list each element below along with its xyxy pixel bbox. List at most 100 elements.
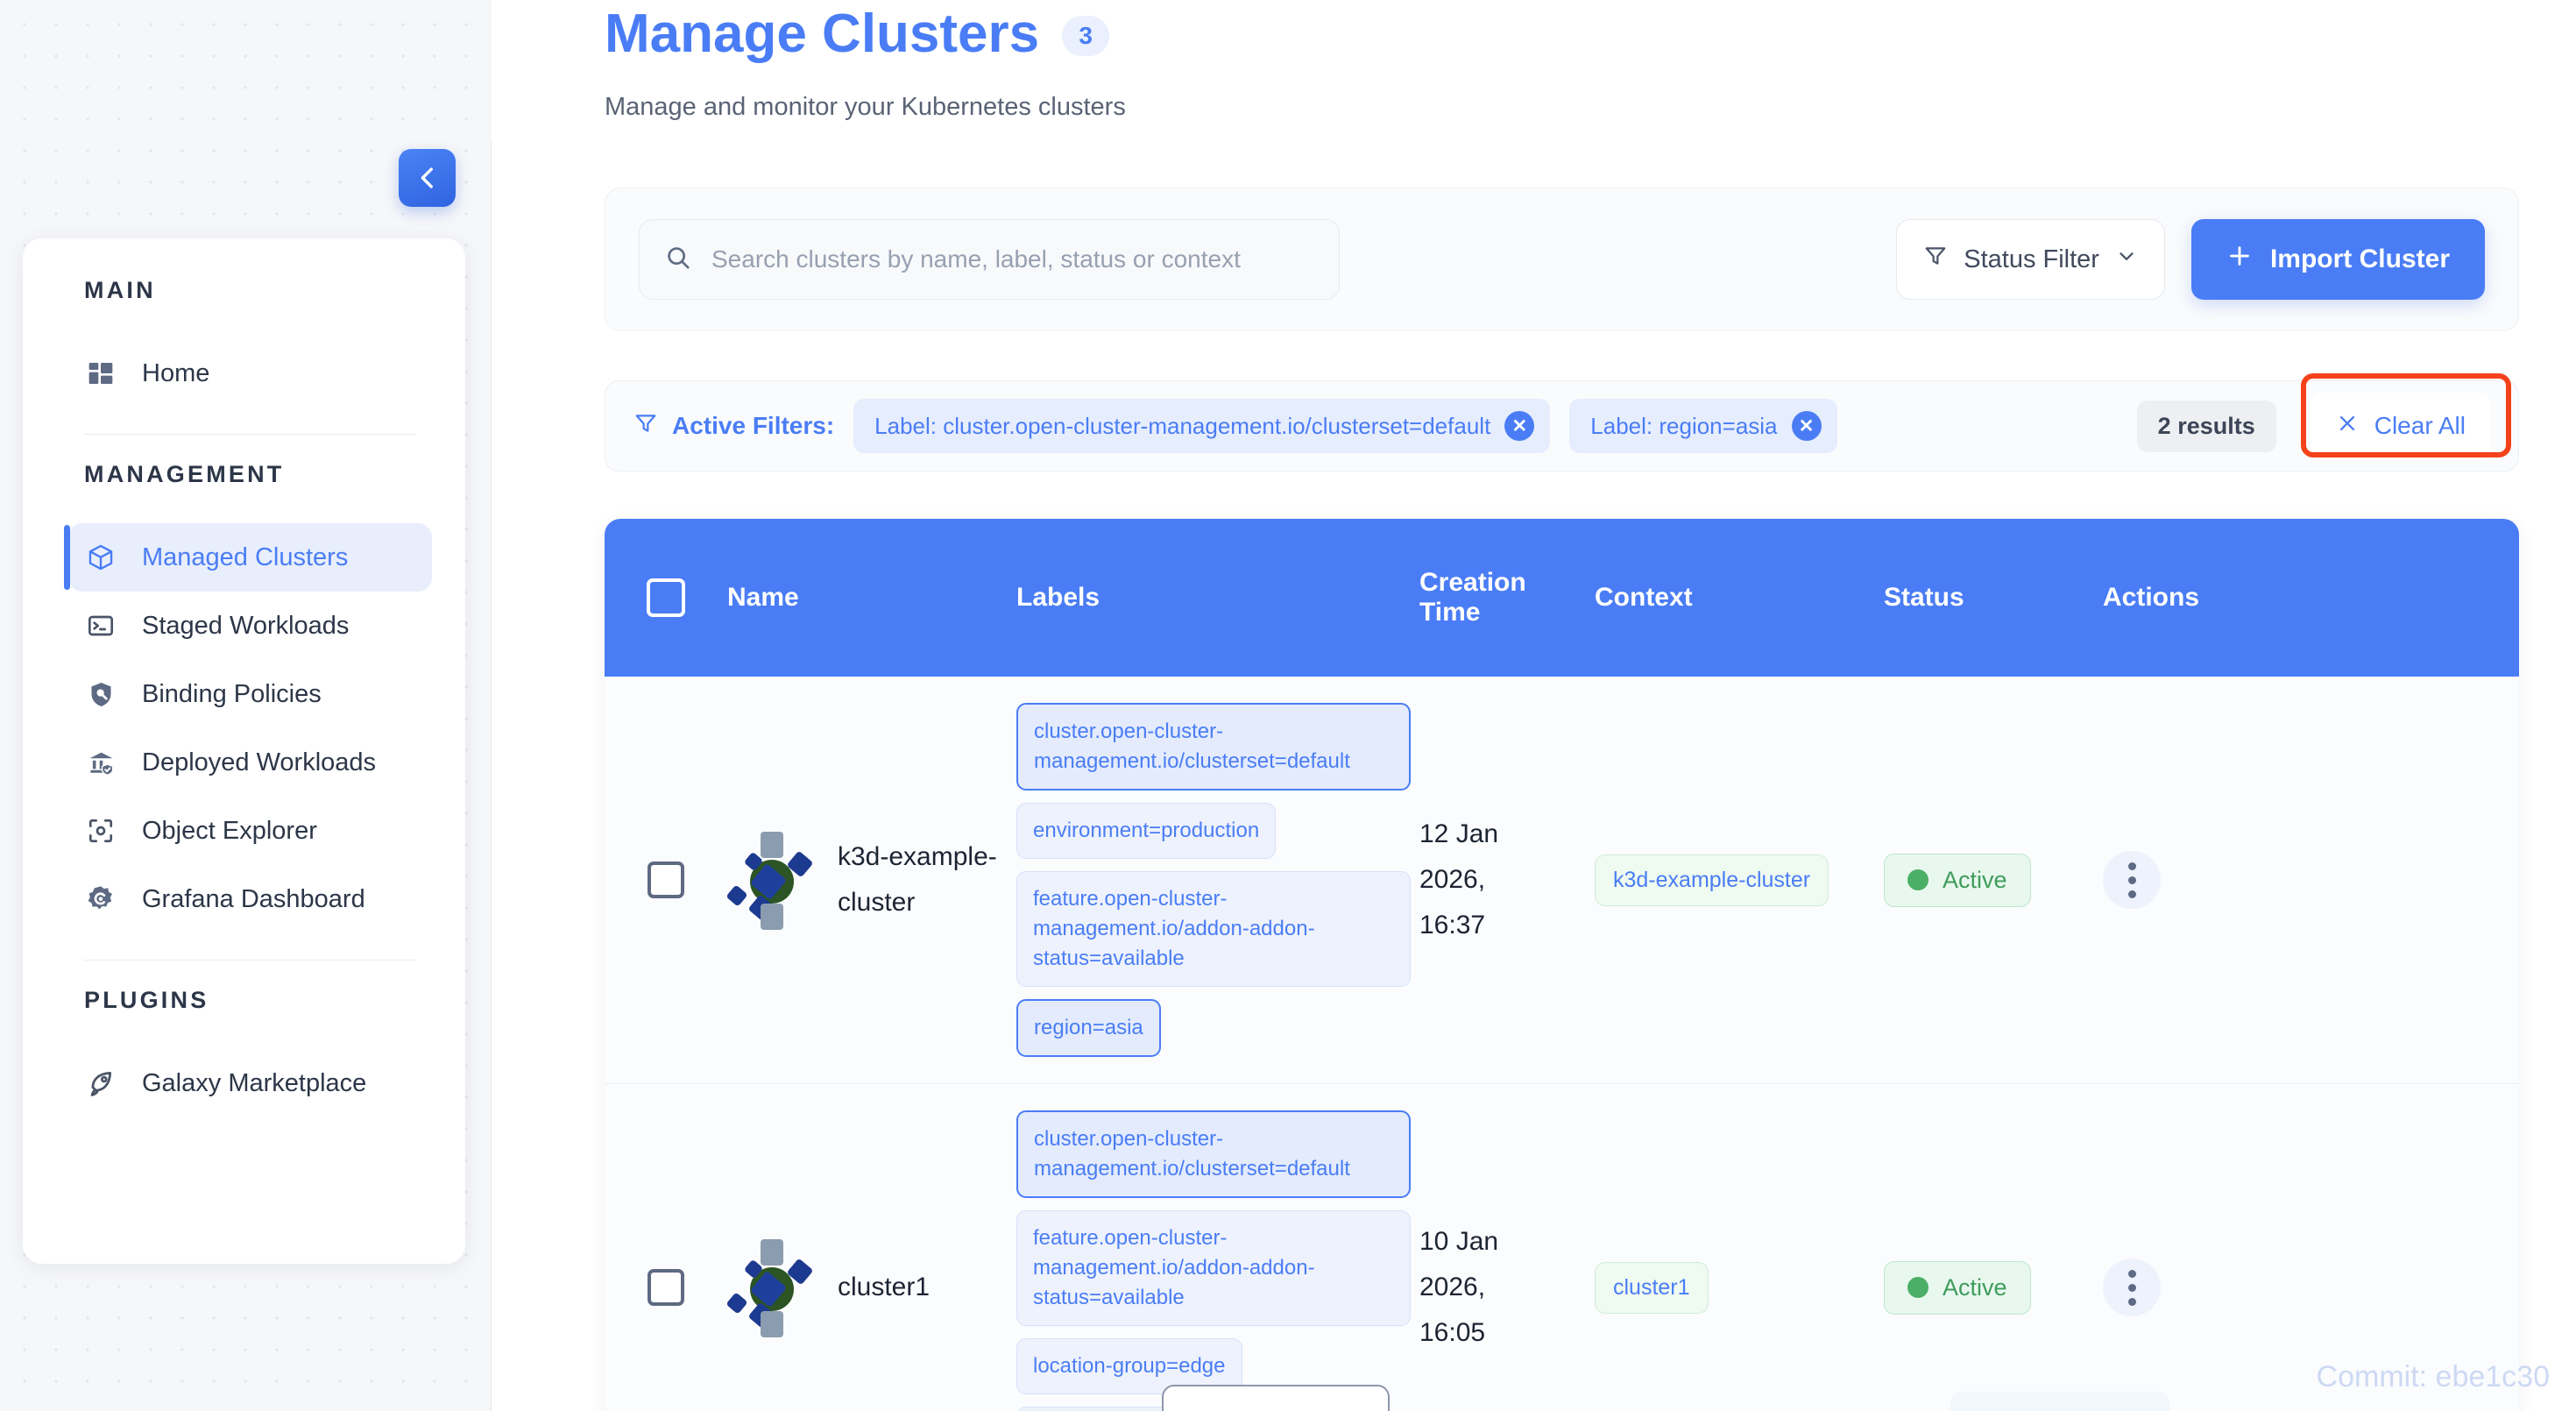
sidebar-item-staged-workloads[interactable]: Staged Workloads [23, 592, 434, 660]
left-rail: MAIN Home MANAGEMENT [0, 0, 548, 1411]
column-header-labels[interactable]: Labels [1016, 583, 1100, 612]
sidebar-item-label: Object Explorer [142, 816, 317, 845]
row-select-cell [605, 861, 727, 898]
active-filters-bar: Active Filters: Label: cluster.open-clus… [605, 372, 2519, 472]
sidebar-item-deployed-workloads[interactable]: Deployed Workloads [23, 728, 434, 797]
chevron-down-icon [2115, 245, 2138, 274]
creation-time-line-2: Time [1419, 598, 1481, 627]
status-dot-icon [1907, 869, 1928, 890]
remove-filter-icon[interactable]: ✕ [1504, 411, 1535, 441]
context-cell: k3d-example-cluster [1595, 854, 1884, 906]
label-chip[interactable]: feature.open-cluster-management.io/addon… [1016, 871, 1411, 987]
clear-all-button[interactable]: Clear All [2311, 392, 2490, 460]
sidebar-item-home[interactable]: Home [23, 339, 434, 408]
sidebar-section-title-management: MANAGEMENT [84, 461, 285, 487]
sidebar-item-binding-policies[interactable]: Binding Policies [23, 660, 434, 728]
sidebar-section-title-main: MAIN [84, 277, 156, 303]
dashboard-grid-icon [84, 357, 117, 390]
context-cell: cluster1 [1595, 1261, 1884, 1314]
page-header: Manage Clusters 3 Manage and monitor you… [548, 0, 2576, 122]
filter-icon [1923, 244, 1948, 275]
cluster-labels-cell: cluster.open-cluster-management.io/clust… [1016, 703, 1419, 1057]
sidebar-item-grafana-dashboard[interactable]: Grafana Dashboard [23, 865, 434, 933]
cluster-labels-cell: cluster.open-cluster-management.io/clust… [1016, 1110, 1419, 1411]
status-filter-dropdown[interactable]: Status Filter [1896, 219, 2165, 300]
filter-chip-text: Label: region=asia [1590, 412, 1778, 439]
chevron-left-icon [413, 163, 442, 193]
remove-filter-icon[interactable]: ✕ [1791, 411, 1822, 441]
sidebar-item-label: Binding Policies [142, 679, 322, 708]
table-header-row: Name Labels Creation Time Context Status… [605, 519, 2519, 677]
status-badge: Active [1884, 853, 2031, 907]
filter-chip-region[interactable]: Label: region=asia ✕ [1569, 399, 1837, 453]
status-dot-icon [1907, 1277, 1928, 1298]
import-cluster-button[interactable]: Import Cluster [2190, 219, 2485, 300]
kebab-menu-icon[interactable] [2103, 851, 2161, 909]
sidebar-collapse-button[interactable] [399, 149, 456, 207]
status-filter-label: Status Filter [1964, 245, 2099, 273]
clear-all-label: Clear All [2374, 412, 2466, 439]
pagination-control-partial[interactable] [1162, 1385, 1390, 1411]
context-pill[interactable]: k3d-example-cluster [1595, 854, 1829, 906]
clusters-table: Name Labels Creation Time Context Status… [605, 519, 2519, 1411]
kebab-menu-icon[interactable] [2103, 1259, 2161, 1316]
sidebar-item-label: Home [142, 358, 210, 387]
cluster-count-badge: 3 [1062, 16, 1110, 56]
sidebar-item-label: Deployed Workloads [142, 748, 377, 776]
sidebar-item-label: Managed Clusters [142, 542, 349, 571]
terminal-icon [84, 609, 117, 642]
status-badge: Active [1884, 1260, 2031, 1315]
page-subtitle: Manage and monitor your Kubernetes clust… [605, 93, 1126, 121]
creation-time-line: 2026, [1419, 1273, 1486, 1301]
label-chip[interactable]: cluster.open-cluster-management.io/clust… [1016, 1110, 1411, 1198]
creation-time-line-1: Creation [1419, 568, 1526, 597]
rocket-icon [84, 1067, 117, 1100]
grafana-icon [84, 883, 117, 916]
plus-icon [2226, 243, 2253, 276]
sidebar-item-label: Grafana Dashboard [142, 884, 365, 913]
sidebar-item-label: Staged Workloads [142, 611, 350, 640]
sidebar-item-managed-clusters[interactable]: Managed Clusters [64, 523, 432, 592]
column-header-status[interactable]: Status [1884, 583, 1964, 612]
title-row: Manage Clusters 3 [605, 0, 2576, 68]
search-input[interactable] [711, 245, 1314, 273]
creation-time-cell: 12 Jan 2026, 16:37 [1419, 812, 1595, 948]
scan-target-icon [84, 814, 117, 847]
select-all-checkbox[interactable] [647, 578, 685, 617]
sidebar-divider-2 [84, 960, 416, 961]
sidebar-nav: MAIN Home MANAGEMENT [23, 238, 465, 1264]
sidebar-item-galaxy-marketplace[interactable]: Galaxy Marketplace [23, 1049, 434, 1117]
clear-all-wrapper: Clear All [2300, 372, 2511, 460]
label-chip[interactable]: region=asia [1016, 999, 1161, 1057]
commit-hash-label: Commit: ebe1c30 [2316, 1360, 2550, 1393]
table-row[interactable]: k3d-example-cluster cluster.open-cluster… [605, 677, 2519, 1084]
context-pill[interactable]: cluster1 [1595, 1261, 1709, 1314]
status-cell: Active [1884, 1260, 2103, 1315]
column-header-name[interactable]: Name [727, 583, 799, 612]
rail-divider [491, 142, 492, 1411]
status-label: Active [1943, 866, 2007, 893]
active-filters-label: Active Filters: [672, 412, 835, 439]
sidebar-divider-1 [84, 434, 416, 435]
close-x-icon [2336, 412, 2359, 441]
row-checkbox[interactable] [648, 1269, 684, 1306]
actions-cell [2103, 1259, 2304, 1316]
sidebar-item-object-explorer[interactable]: Object Explorer [23, 797, 434, 865]
table-row[interactable]: cluster1 cluster.open-cluster-management… [605, 1084, 2519, 1411]
label-chip[interactable]: feature.open-cluster-management.io/addon… [1016, 1210, 1411, 1326]
select-all-cell [605, 578, 727, 617]
row-checkbox[interactable] [648, 861, 684, 898]
cube-icon [84, 541, 117, 574]
column-header-context[interactable]: Context [1595, 583, 1693, 612]
main-content: Manage Clusters 3 Manage and monitor you… [548, 0, 2576, 1411]
label-chip[interactable]: environment=production [1016, 803, 1277, 859]
active-filters-label-group: Active Filters: [633, 411, 834, 442]
column-header-creation-time[interactable]: Creation Time [1419, 568, 1595, 628]
status-cell: Active [1884, 853, 2103, 907]
status-label: Active [1943, 1273, 2007, 1301]
label-chip[interactable]: cluster.open-cluster-management.io/clust… [1016, 703, 1411, 791]
bottom-element-partial[interactable] [1950, 1392, 2169, 1411]
filter-chip-clusterset[interactable]: Label: cluster.open-cluster-management.i… [853, 399, 1551, 453]
search-box[interactable] [639, 219, 1340, 300]
